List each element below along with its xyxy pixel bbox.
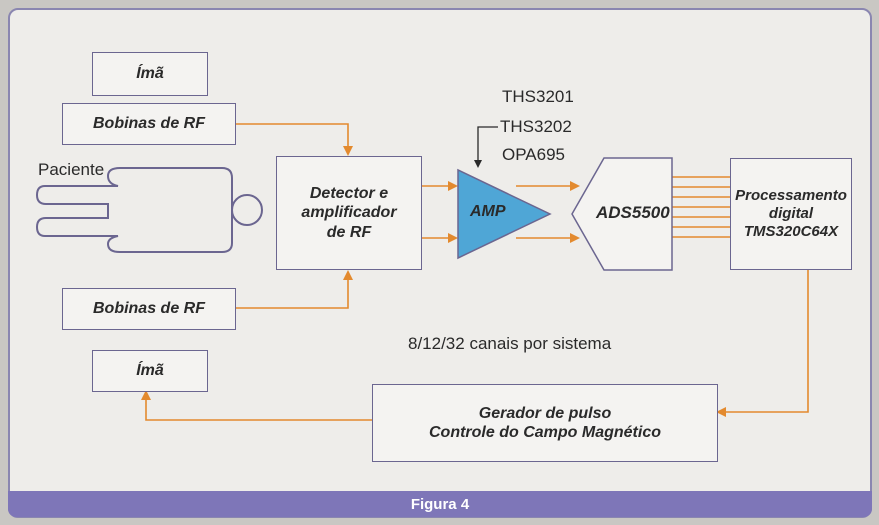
bobinas-top-box: Bobinas de RF bbox=[62, 103, 236, 145]
figure-caption: Figura 4 bbox=[410, 495, 470, 513]
adc-block bbox=[571, 157, 673, 271]
processing-label: Processamento digital TMS320C64X bbox=[735, 187, 847, 240]
bobinas-bottom-box: Bobinas de RF bbox=[62, 288, 236, 330]
arrow-bobinas-top-to-detector bbox=[236, 123, 353, 156]
detector-box: Detector e amplificador de RF bbox=[276, 156, 422, 270]
patient-label: Paciente bbox=[38, 160, 105, 179]
adc-label: ADS5500 bbox=[596, 203, 670, 222]
amp-triangle bbox=[457, 168, 552, 260]
ima-bottom-box: Ímã bbox=[92, 350, 208, 392]
amp-part-2-label: THS3202 bbox=[500, 117, 572, 136]
amp-label: AMP bbox=[470, 203, 506, 220]
amp-part-3-label: OPA695 bbox=[502, 145, 566, 164]
patient-figure bbox=[35, 167, 263, 253]
arrow-processing-to-pulse bbox=[716, 270, 809, 417]
bobinas-bottom-label: Bobinas de RF bbox=[92, 300, 205, 318]
arrow-pulse-to-ima bbox=[141, 390, 372, 421]
pulse-generator-label: Gerador de pulso Controle do Campo Magné… bbox=[429, 404, 661, 441]
amp-part-callout bbox=[474, 126, 498, 168]
figure-caption-bar: Figura 4 bbox=[8, 491, 872, 517]
ima-top-box: Ímã bbox=[92, 52, 208, 96]
bobinas-top-label: Bobinas de RF bbox=[92, 115, 205, 133]
pulse-generator-box: Gerador de pulso Controle do Campo Magné… bbox=[372, 384, 718, 462]
processing-box: Processamento digital TMS320C64X bbox=[730, 158, 852, 270]
arrow-bobinas-bottom-to-detector bbox=[236, 270, 353, 309]
channels-label: 8/12/32 canais por sistema bbox=[408, 334, 612, 353]
amp-part-1-label: THS3201 bbox=[502, 87, 574, 106]
adc-to-processing-bus bbox=[672, 176, 730, 238]
ima-bottom-label: Ímã bbox=[136, 362, 164, 380]
detector-label: Detector e amplificador de RF bbox=[301, 185, 397, 241]
ima-top-label: Ímã bbox=[136, 65, 164, 83]
